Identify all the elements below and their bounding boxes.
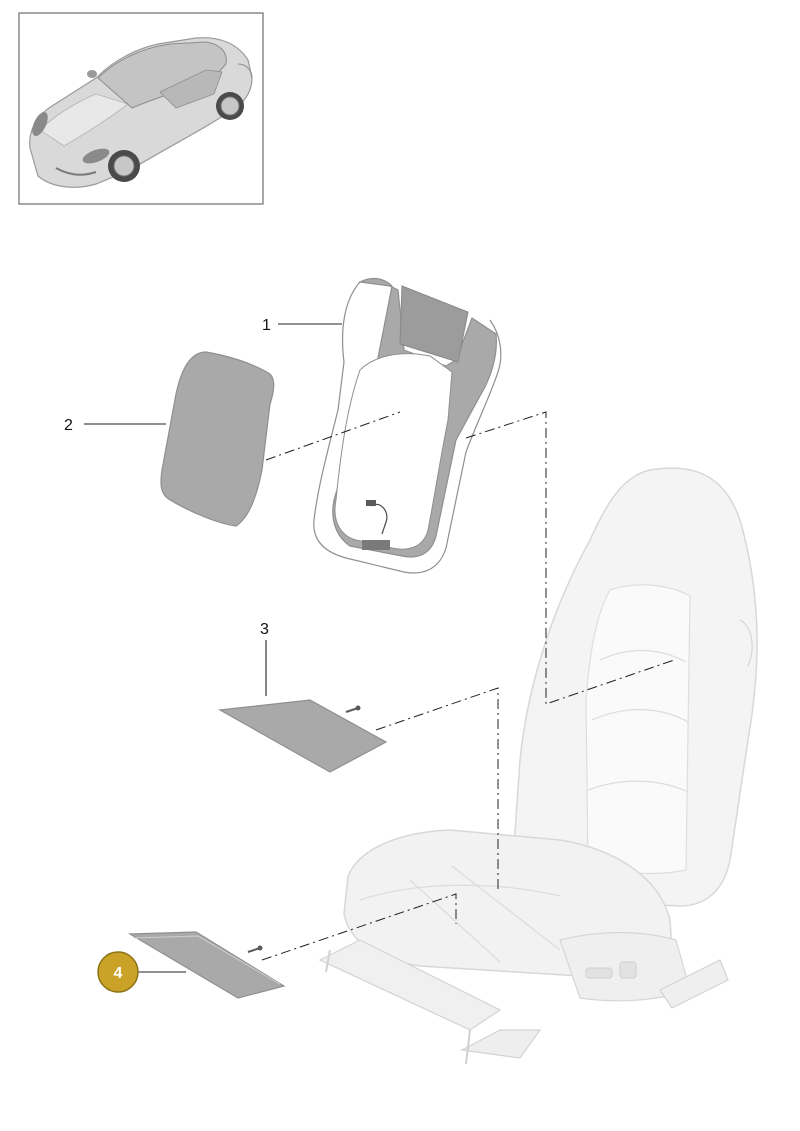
part-3-heating-mat (218, 699, 388, 773)
part-1-backrest-frame (313, 277, 502, 574)
callout-2[interactable]: 2 (64, 417, 73, 434)
vehicle-thumbnail (18, 12, 264, 205)
car-illustration (29, 37, 253, 188)
callout-1[interactable]: 1 (262, 317, 271, 334)
callout-3[interactable]: 3 (260, 621, 269, 638)
callout-4-badge[interactable]: 4 (97, 951, 139, 993)
leader-lines (84, 323, 342, 973)
part-4-cushion-heating-mat (127, 931, 286, 999)
callout-4: 4 (114, 965, 123, 982)
seat-assembly (318, 467, 758, 1065)
callout-4-circle (97, 951, 139, 993)
assembly-lines (261, 411, 675, 961)
part-2-backrest-panel (160, 351, 275, 527)
